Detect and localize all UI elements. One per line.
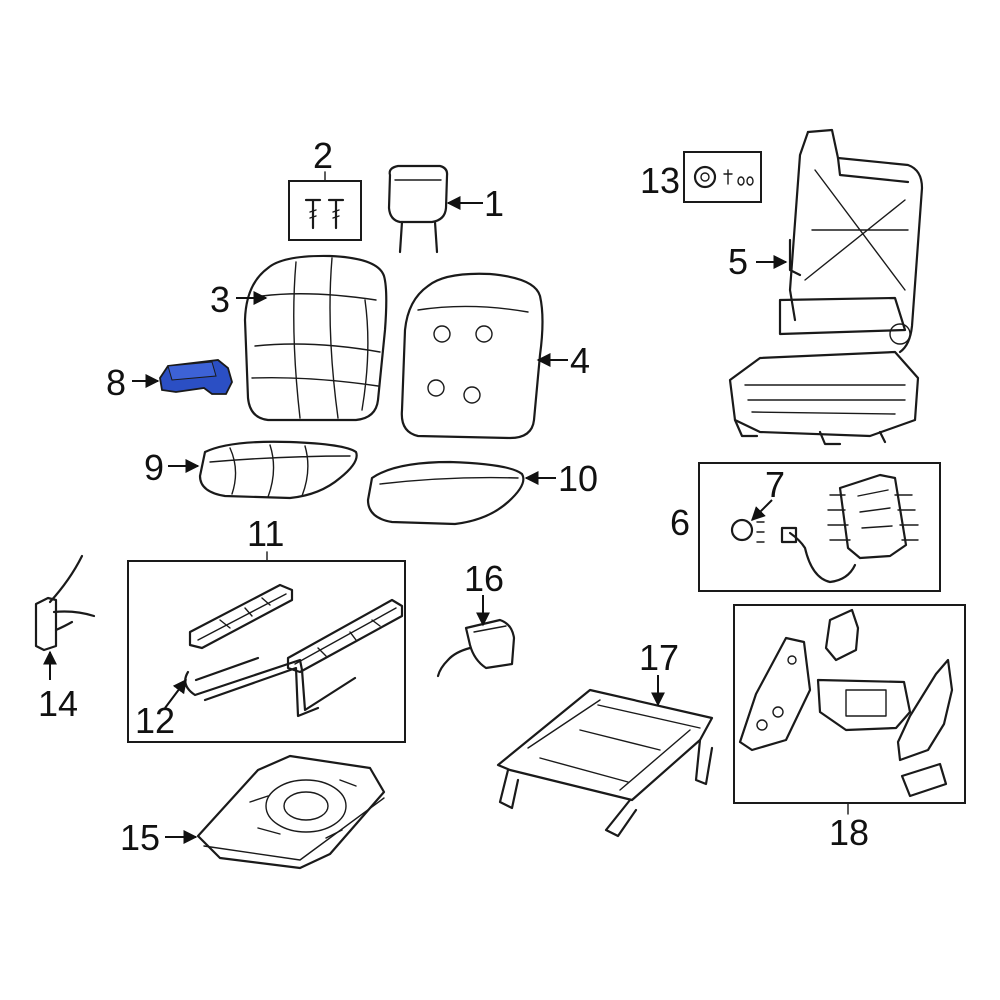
callout-14: 14 [38, 683, 78, 724]
callout-13: 13 [640, 160, 680, 201]
switch-connector-part[interactable] [436, 618, 516, 678]
seat-frame-part[interactable] [728, 128, 924, 446]
seatback-foam-part[interactable] [400, 272, 544, 440]
wiring-clip-part[interactable] [34, 554, 96, 652]
recliner-cover-part[interactable] [824, 608, 860, 662]
part-2-box [288, 180, 362, 241]
headrest-part[interactable] [387, 164, 449, 254]
knob-hardware-part[interactable] [693, 165, 754, 189]
cushion-foam-part[interactable] [366, 460, 525, 526]
callout-17: 17 [639, 637, 679, 678]
callout-9: 9 [144, 447, 164, 488]
callout-10: 10 [558, 458, 598, 499]
seat-heater-part[interactable] [780, 473, 919, 584]
callout-5: 5 [728, 241, 748, 282]
side-shield-left-part[interactable] [738, 636, 812, 752]
seat-riser-part[interactable] [496, 688, 714, 838]
swivel-plate-part[interactable] [196, 754, 386, 870]
part-18-box [733, 604, 966, 804]
seat-track-left-part[interactable] [188, 583, 294, 650]
cushion-cover-part[interactable] [198, 440, 358, 500]
callout-4: 4 [570, 340, 590, 381]
side-shield-right-part[interactable] [896, 658, 954, 798]
seatback-cover-part[interactable] [243, 254, 388, 422]
callout-1: 1 [484, 183, 504, 224]
callout-16: 16 [464, 558, 504, 599]
seat-track-right-part[interactable] [286, 598, 404, 674]
center-panel-part[interactable] [816, 678, 912, 732]
part-6-box [698, 462, 941, 592]
callout-6: 6 [670, 502, 690, 543]
callout-12: 12 [135, 700, 175, 741]
part-13-box [683, 151, 762, 203]
callout-8: 8 [106, 362, 126, 403]
callout-18: 18 [829, 812, 869, 853]
highlighted-bracket-part[interactable] [159, 359, 233, 395]
heater-switch-part[interactable] [730, 518, 765, 543]
callout-11: 11 [247, 513, 284, 554]
callout-15: 15 [120, 817, 160, 858]
towel-bar-part[interactable] [184, 656, 357, 718]
callout-7: 7 [765, 464, 785, 505]
callout-3: 3 [210, 279, 230, 320]
bolts-part[interactable] [304, 198, 345, 230]
callout-2: 2 [313, 135, 333, 176]
